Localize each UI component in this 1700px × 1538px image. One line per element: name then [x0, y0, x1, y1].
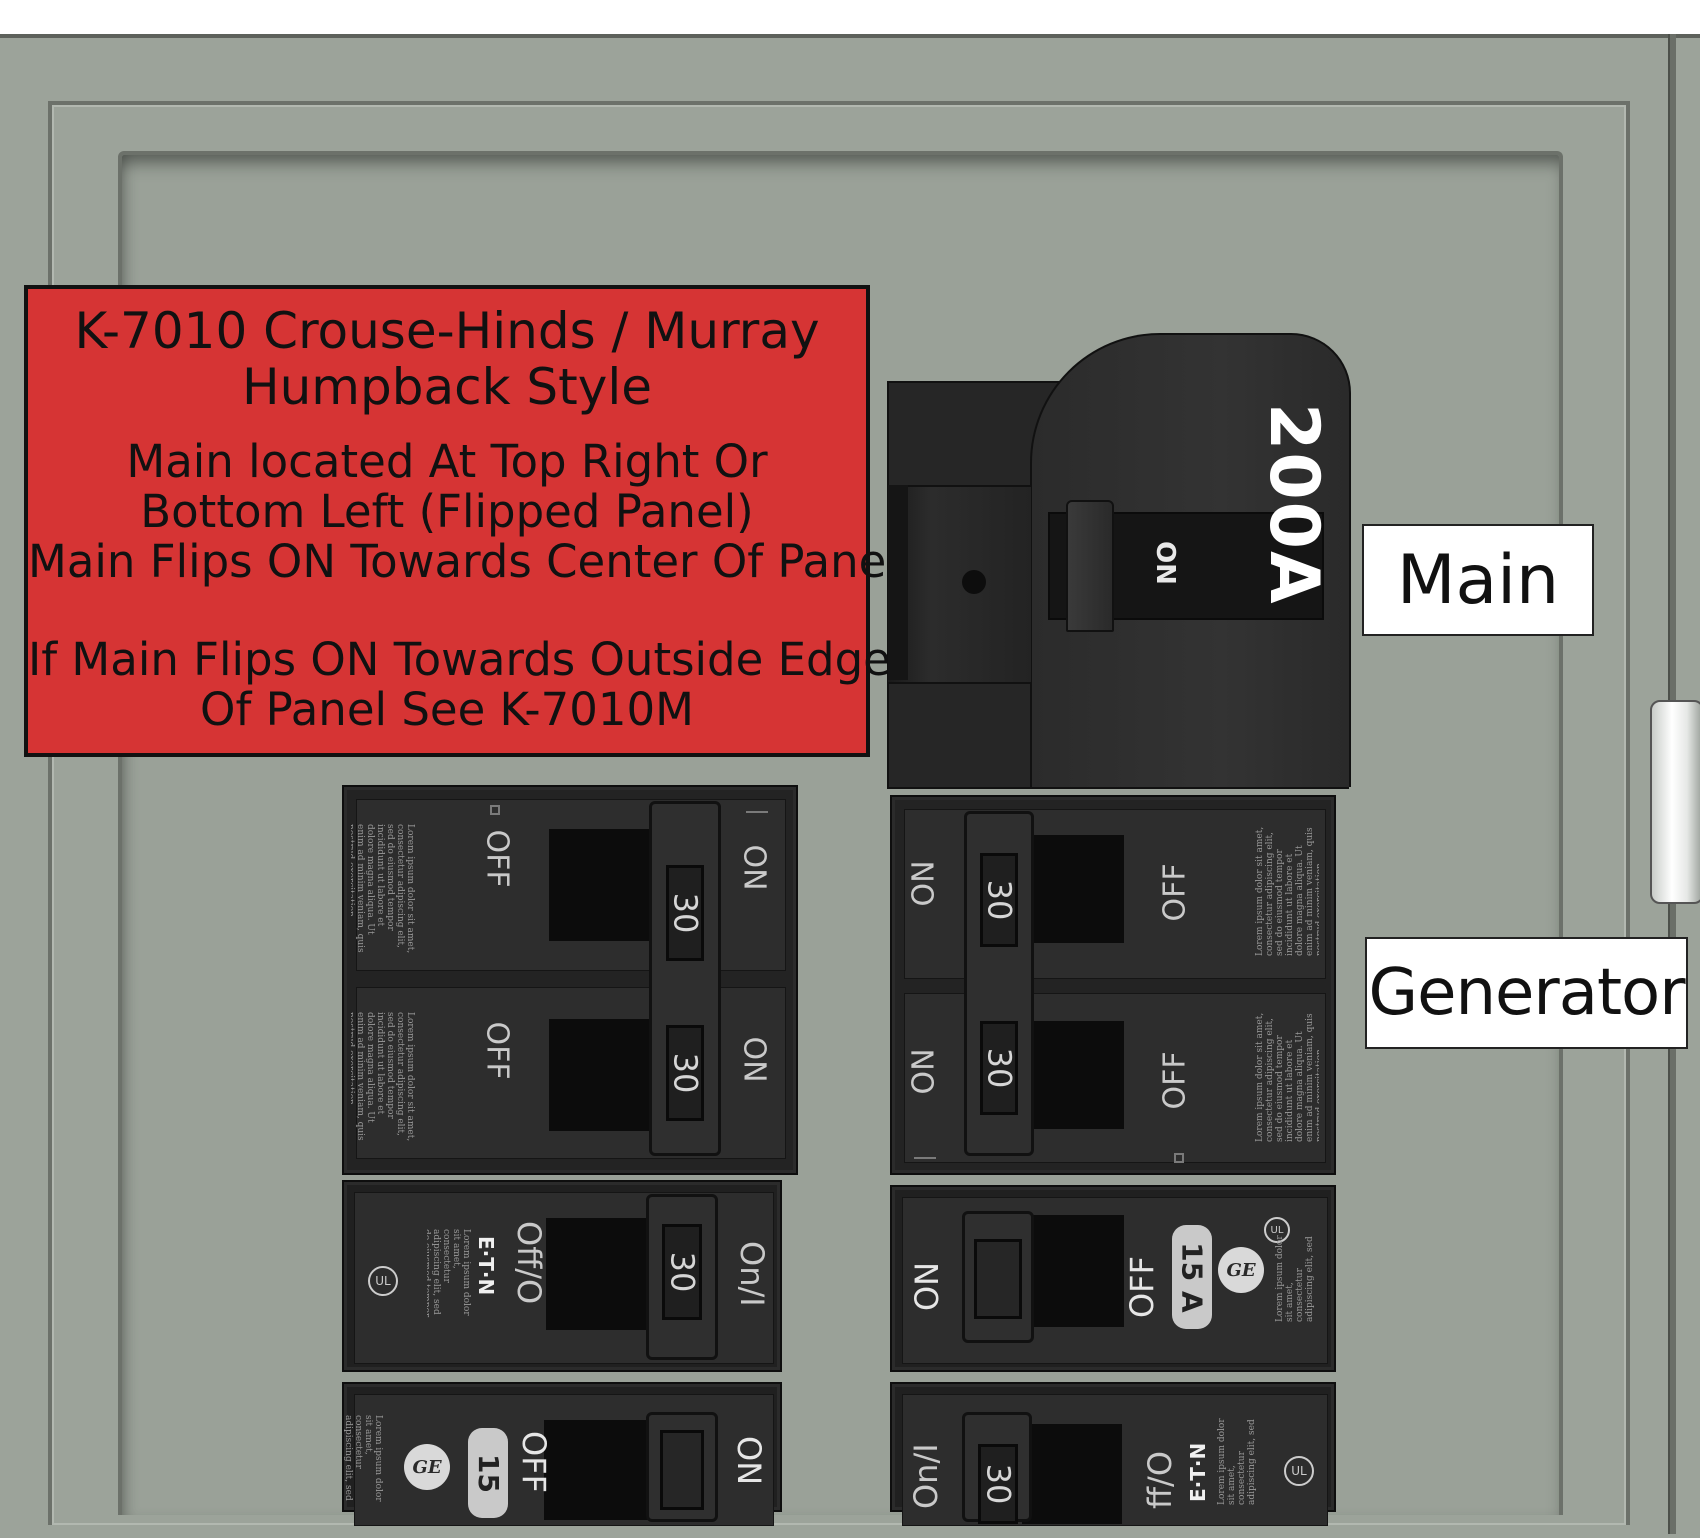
right-double-breaker: 30 30 ON ON OFF OFF Lorem ipsum dolor si… — [890, 795, 1336, 1175]
rating-box: 30 — [666, 1025, 704, 1121]
off-label: Off/O — [510, 1221, 548, 1305]
fine-print: Lorem ipsum dolor sit amet, consectetur … — [351, 824, 415, 954]
breaker-well — [544, 1420, 654, 1520]
on-label: ON — [906, 1048, 942, 1095]
rating-box: 30 — [980, 1021, 1018, 1115]
info-main-line: Main Flips ON Towards Center Of Panel — [28, 535, 899, 588]
main-tag: Main — [1362, 524, 1594, 636]
amp-text: 15 A — [1175, 1241, 1209, 1313]
rating-box: 30 — [978, 1444, 1018, 1524]
off-label: OFF — [479, 1021, 515, 1080]
fine-print: Lorem ipsum dolor sit amet, consectetur … — [343, 1415, 383, 1502]
rating-text: 30 — [980, 1047, 1018, 1089]
breaker-well — [549, 829, 659, 941]
fine-print: Lorem ipsum dolor sit amet, consectetur … — [351, 1012, 415, 1142]
fine-print: Lorem ipsum dolor sit amet, consectetur … — [1217, 1418, 1257, 1505]
info-alt-text: If Main Flips ON Towards Outside Edge Of… — [28, 633, 891, 736]
main-breaker-side-strip — [888, 485, 908, 680]
off-label: OFF — [515, 1431, 553, 1493]
tiny-dash — [746, 811, 768, 813]
amp-pill: 15 A — [1172, 1225, 1212, 1329]
on-label: ON — [908, 1261, 946, 1311]
info-main-line: Main located At Top Right Or — [126, 435, 768, 488]
off-label: OFF — [1123, 1256, 1161, 1318]
on-label: ON — [906, 860, 942, 907]
left-ge-breaker: GE 15 OFF ON Lorem ipsum dolor sit amet,… — [342, 1382, 782, 1526]
eaton-logo: E·T·N — [1186, 1442, 1210, 1502]
generator-tag: Generator — [1365, 937, 1688, 1049]
breaker-well — [1022, 1424, 1122, 1524]
breaker-well — [546, 1218, 656, 1330]
on-label: On/I — [733, 1241, 771, 1307]
rating-box: 30 — [980, 853, 1018, 947]
amp-pill: 15 — [468, 1428, 508, 1518]
on-label: ON — [736, 844, 772, 891]
rating-text: 30 — [666, 892, 704, 934]
off-label: OFF — [479, 829, 515, 888]
info-alt-line: Of Panel See K-7010M — [200, 683, 694, 736]
off-label: OFF — [1157, 1051, 1193, 1110]
rating-box: 30 — [662, 1224, 702, 1320]
breaker-well — [1022, 835, 1124, 943]
eaton-logo: E·T·N — [474, 1236, 498, 1296]
on-label: ON — [736, 1036, 772, 1083]
fine-print: Lorem ipsum dolor sit amet, consectetur … — [1275, 1235, 1315, 1322]
left-double-breaker: 30 30 OFF OFF ON ON Lorem ipsum dolor si… — [342, 785, 798, 1175]
main-on-label: ON — [1150, 541, 1180, 585]
main-breaker-side-block — [888, 485, 1031, 684]
info-title: K-7010 Crouse-Hinds / Murray Humpback St… — [28, 303, 866, 415]
main-breaker-handle[interactable] — [1066, 500, 1114, 632]
door-latch[interactable] — [1650, 700, 1700, 904]
info-label: K-7010 Crouse-Hinds / Murray Humpback St… — [24, 285, 899, 757]
tiny-mark — [490, 805, 500, 815]
info-alt-line: If Main Flips ON Towards Outside Edge — [28, 633, 891, 686]
right-ge-breaker: ON OFF 15 A GE UL Lorem ipsum dolor sit … — [890, 1185, 1336, 1372]
left-eaton-breaker: 30 Off/O On/I E·T·N Lorem ipsum dolor si… — [342, 1180, 782, 1372]
info-title-line: K-7010 Crouse-Hinds / Murray — [74, 302, 820, 360]
handle-window — [660, 1430, 704, 1510]
ul-icon: UL — [1284, 1456, 1314, 1486]
off-label: ff/O — [1141, 1450, 1179, 1509]
right-eaton-breaker: 30 On/I ff/O E·T·N Lorem ipsum dolor sit… — [890, 1382, 1336, 1526]
on-label: On/I — [907, 1443, 945, 1509]
fine-print: Lorem ipsum dolor sit amet, consectetur … — [427, 1229, 471, 1318]
info-main-text: Main located At Top Right Or Bottom Left… — [28, 435, 899, 588]
breaker-well — [1022, 1021, 1124, 1129]
ge-logo: GE — [404, 1444, 450, 1490]
breaker-well — [1022, 1215, 1124, 1327]
ge-logo: GE — [1218, 1247, 1264, 1293]
breaker-well — [549, 1019, 659, 1131]
main-rating-label: 200A — [1254, 403, 1333, 606]
fine-print: Lorem ipsum dolor sit amet, consectetur … — [1255, 1012, 1319, 1142]
info-main-line: Bottom Left (Flipped Panel) — [140, 485, 754, 538]
on-label: ON — [730, 1436, 768, 1486]
panel-outer-bevel — [48, 101, 1630, 1525]
info-title-line: Humpback Style — [241, 358, 653, 416]
off-label: OFF — [1157, 863, 1193, 922]
screw-icon — [962, 570, 986, 594]
fine-print: Lorem ipsum dolor sit amet, consectetur … — [1255, 826, 1319, 956]
ul-icon: UL — [368, 1266, 398, 1296]
handle-window — [974, 1239, 1022, 1319]
tiny-mark — [1174, 1153, 1184, 1163]
rating-text: 30 — [979, 1463, 1017, 1505]
ul-icon: UL — [1264, 1217, 1290, 1243]
rating-text: 30 — [663, 1251, 701, 1293]
tiny-dash — [914, 1157, 936, 1159]
rating-box: 30 — [666, 865, 704, 961]
rating-text: 30 — [666, 1052, 704, 1094]
rating-text: 30 — [980, 879, 1018, 921]
amp-text: 15 — [471, 1453, 505, 1493]
